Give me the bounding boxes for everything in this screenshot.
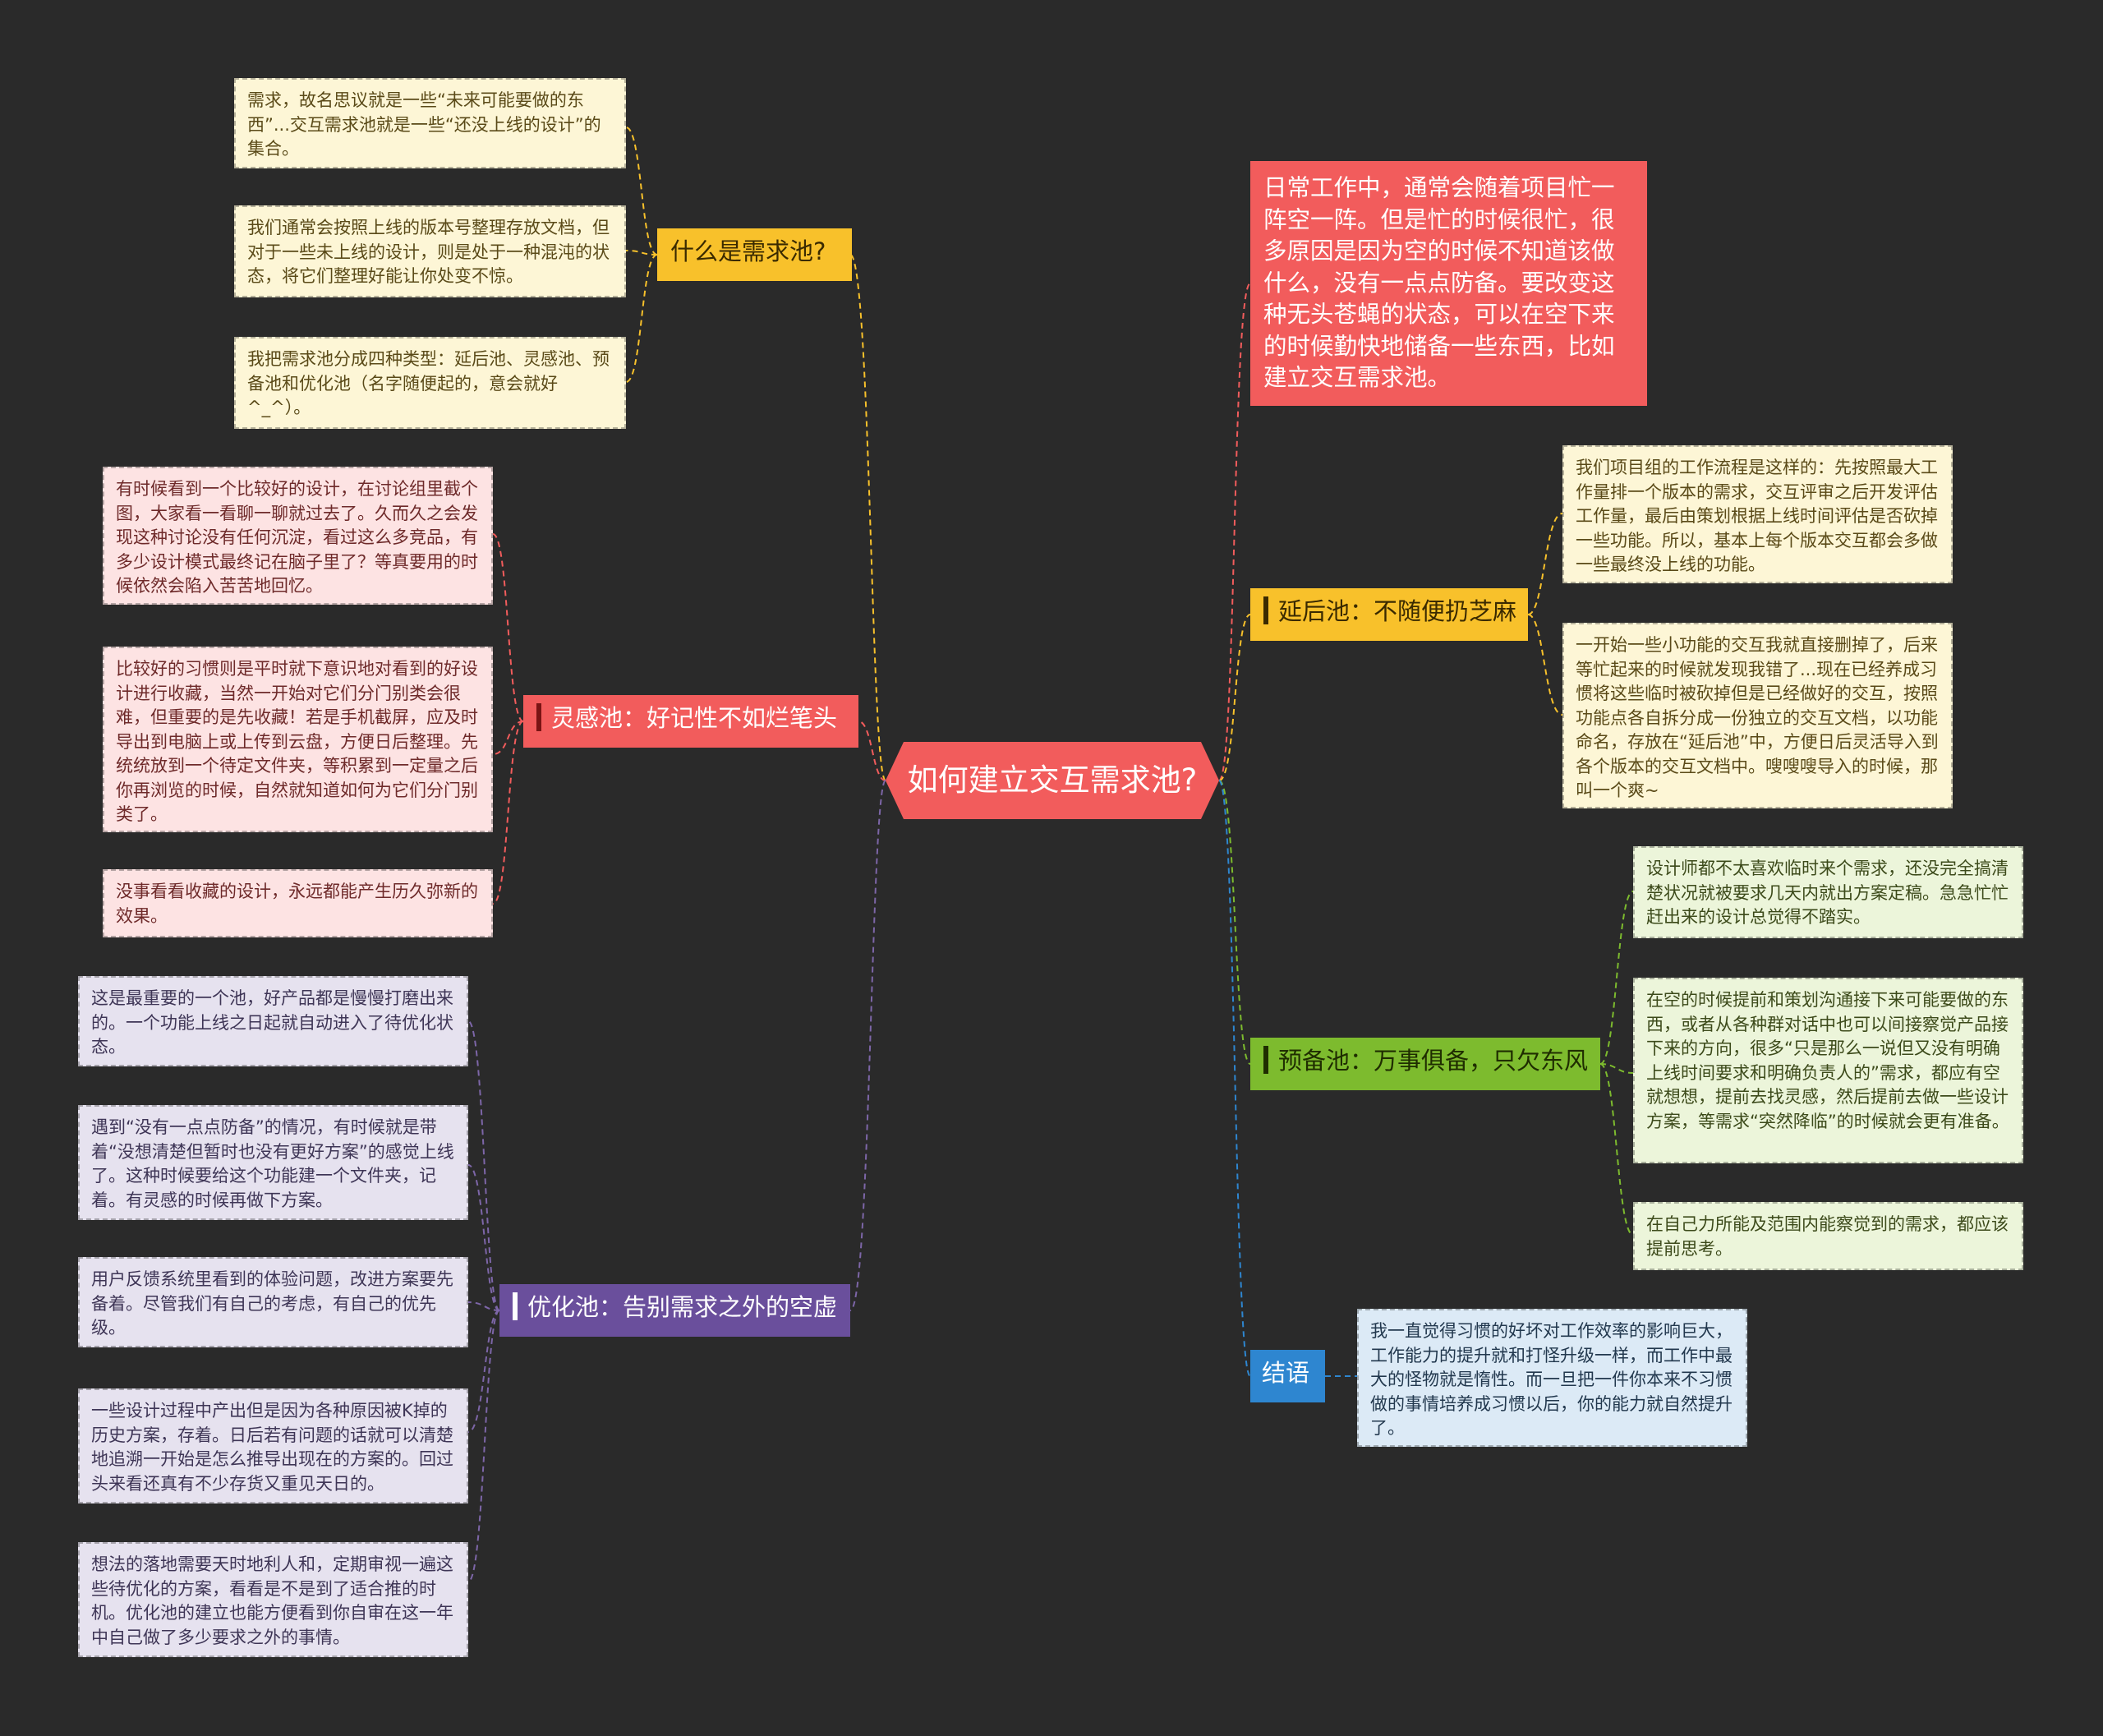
- intro-node[interactable]: 日常工作中，通常会随着项目忙一阵空一阵。但是忙的时候很忙，很多原因是因为空的时候…: [1250, 161, 1647, 406]
- what-leaf-2[interactable]: 我把需求池分成四种类型：延后池、灵感池、预备池和优化池（名字随便起的，意会就好^…: [234, 337, 626, 429]
- link-what-2: [625, 254, 658, 383]
- link-root-intro: [1218, 283, 1251, 781]
- link-root-optimize: [849, 780, 886, 1311]
- branch-marker-icon: [513, 1292, 518, 1320]
- link-delay-1: [1527, 614, 1563, 716]
- what-leaf-1[interactable]: 我们通常会按照上线的版本号整理存放文档，但对于一些未上线的设计，则是处于一种混沌…: [234, 205, 626, 297]
- branch-reserve[interactable]: 预备池：万事俱备，只欠东风: [1250, 1038, 1600, 1090]
- root-node[interactable]: 如何建立交互需求池?: [886, 742, 1219, 819]
- link-root-reserve: [1218, 780, 1251, 1065]
- link-optimize-1: [467, 1164, 500, 1311]
- branch-marker-icon: [536, 703, 541, 731]
- optimize-leaf-1[interactable]: 遇到“没有一点点防备”的情况，有时候就是带着“没想清楚但暂时也没有更好方案”的感…: [78, 1105, 468, 1220]
- optimize-leaf-0[interactable]: 这是最重要的一个池，好产品都是慢慢打磨出来的。一个功能上线之日起就自动进入了待优…: [78, 976, 468, 1066]
- branch-optimize-label: 优化池：告别需求之外的空虚: [527, 1293, 838, 1321]
- branch-inspire[interactable]: 灵感池：好记性不如烂笔头: [523, 695, 858, 748]
- branch-what[interactable]: 什么是需求池?: [657, 228, 852, 281]
- link-optimize-2: [467, 1301, 500, 1311]
- root-title: 如何建立交互需求池?: [907, 762, 1198, 798]
- link-reserve-2: [1599, 1063, 1634, 1236]
- link-optimize-3: [467, 1310, 500, 1433]
- branch-conclusion[interactable]: 结语: [1250, 1350, 1325, 1402]
- branch-delay-label: 延后池：不随便扔芝麻: [1278, 597, 1517, 625]
- link-reserve-0: [1599, 891, 1634, 1065]
- inspire-leaf-0[interactable]: 有时候看到一个比较好的设计，在讨论组里截个图，大家看一看聊一聊就过去了。久而久之…: [103, 467, 493, 605]
- branch-marker-icon: [1263, 1046, 1268, 1074]
- link-optimize-4: [467, 1310, 500, 1582]
- branch-what-label: 什么是需求池?: [670, 237, 826, 265]
- link-root-conclusion: [1218, 780, 1251, 1377]
- branch-inspire-label: 灵感池：好记性不如烂笔头: [551, 704, 838, 732]
- delay-leaf-0[interactable]: 我们项目组的工作流程是这样的：先按照最大工作量排一个版本的需求，交互评审之后开发…: [1562, 445, 1953, 583]
- branch-optimize[interactable]: 优化池：告别需求之外的空虚: [499, 1284, 850, 1337]
- what-leaf-0[interactable]: 需求，故名思议就是一些“未来可能要做的东西”...交互需求池就是一些“还没上线的…: [234, 78, 626, 168]
- reserve-leaf-1[interactable]: 在空的时候提前和策划沟通接下来可能要做的东西，或者从各种群对话中也可以间接察觉产…: [1633, 978, 2023, 1163]
- link-inspire-0: [492, 533, 524, 722]
- link-optimize-0: [467, 1020, 500, 1311]
- conclusion-leaf-0[interactable]: 我一直觉得习惯的好坏对工作效率的影响巨大，工作能力的提升就和打怪升级一样，而工作…: [1357, 1309, 1747, 1447]
- link-inspire-2: [492, 721, 524, 905]
- inspire-leaf-2[interactable]: 没事看看收藏的设计，永远都能产生历久弥新的效果。: [103, 869, 493, 937]
- link-reserve-1: [1599, 1063, 1634, 1074]
- optimize-leaf-2[interactable]: 用户反馈系统里看到的体验问题，改进方案要先备着。尽管我们有自己的考虑，有自己的优…: [78, 1257, 468, 1347]
- optimize-leaf-4[interactable]: 想法的落地需要天时地利人和，定期审视一遍这些待优化的方案，看看是不是到了适合推的…: [78, 1542, 468, 1657]
- branch-conclusion-label: 结语: [1262, 1359, 1310, 1387]
- link-root-what: [849, 254, 886, 781]
- reserve-leaf-0[interactable]: 设计师都不太喜欢临时来个需求，还没完全搞清楚状况就被要求几天内就出方案定稿。急急…: [1633, 846, 2023, 938]
- optimize-leaf-3[interactable]: 一些设计过程中产出但是因为各种原因被K掉的历史方案，存着。日后若有问题的话就可以…: [78, 1388, 468, 1503]
- inspire-leaf-1[interactable]: 比较好的习惯则是平时就下意识地对看到的好设计进行收藏，当然一开始对它们分门别类会…: [103, 647, 493, 832]
- reserve-leaf-2[interactable]: 在自己力所能及范围内能察觉到的需求，都应该提前思考。: [1633, 1202, 2023, 1270]
- link-what-0: [625, 127, 658, 256]
- branch-delay[interactable]: 延后池：不随便扔芝麻: [1250, 588, 1528, 641]
- link-root-inspire: [858, 721, 886, 781]
- branch-reserve-label: 预备池：万事俱备，只欠东风: [1278, 1047, 1589, 1075]
- link-inspire-1: [492, 721, 524, 755]
- branch-marker-icon: [1263, 596, 1268, 624]
- link-root-delay: [1218, 614, 1251, 781]
- link-what-1: [625, 250, 658, 256]
- link-delay-0: [1527, 513, 1563, 615]
- delay-leaf-1[interactable]: 一开始一些小功能的交互我就直接删掉了，后来等忙起来的时候就发现我错了...现在已…: [1562, 623, 1953, 808]
